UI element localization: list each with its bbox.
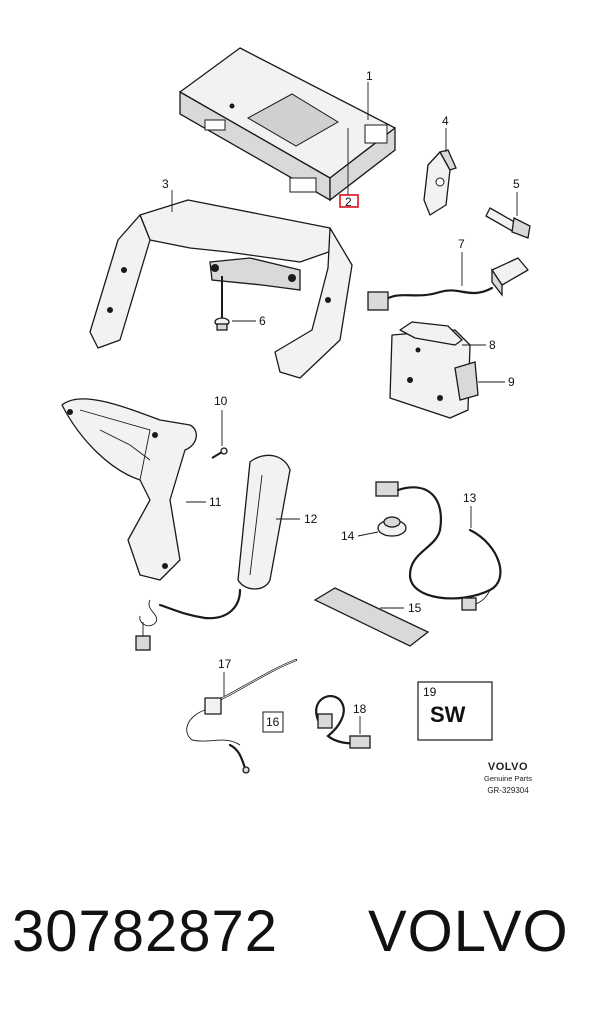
callout-9: 9	[508, 375, 515, 389]
parts-diagram: 1 2 3 4 5 6 7 8 9 10 11 12 13 14 15 16 1…	[61, 47, 531, 774]
diagram-code: GR-329304	[487, 786, 529, 795]
callout-19: 19	[423, 685, 437, 699]
callout-2: 2	[345, 195, 352, 209]
brand-logo-text: VOLVO	[487, 761, 529, 773]
strip-15	[313, 587, 430, 647]
callout-10: 10	[214, 394, 228, 408]
screw-6	[214, 276, 230, 331]
harness-7	[367, 257, 529, 311]
screw-10	[211, 447, 228, 459]
callout-2-highlight	[339, 194, 359, 208]
bolt-5	[485, 207, 531, 239]
callout-14: 14	[341, 529, 355, 543]
callout-6: 6	[259, 314, 266, 328]
grommet-14	[377, 516, 407, 537]
handle-11	[61, 398, 197, 581]
footer-brand: VOLVO	[368, 899, 569, 964]
cable-17	[186, 658, 298, 774]
callout-7: 7	[458, 237, 465, 251]
part-number: 30782872	[12, 899, 279, 964]
clip-4	[423, 149, 457, 216]
callout-11: 11	[209, 495, 222, 509]
mounting-bracket	[89, 199, 353, 379]
sensor-cable-13	[375, 481, 502, 611]
brand-subtitle: Genuine Parts	[484, 774, 532, 783]
socket-bracket-8-9	[389, 321, 479, 419]
grip-12	[135, 454, 291, 651]
control-module	[179, 47, 396, 202]
callout-17: 17	[218, 657, 232, 671]
sw-label: SW	[430, 702, 466, 727]
callout-18: 18	[353, 702, 367, 716]
sw-box	[417, 681, 493, 741]
callout-16-box	[262, 711, 284, 733]
callout-3: 3	[162, 177, 169, 191]
cable-18	[315, 695, 371, 749]
callout-5: 5	[513, 177, 520, 191]
callout-13: 13	[463, 491, 477, 505]
callout-12: 12	[304, 512, 318, 526]
callout-16: 16	[266, 715, 280, 729]
callout-8: 8	[489, 338, 496, 352]
callout-1: 1	[366, 69, 373, 83]
callout-15: 15	[408, 601, 422, 615]
callout-4: 4	[442, 114, 449, 128]
